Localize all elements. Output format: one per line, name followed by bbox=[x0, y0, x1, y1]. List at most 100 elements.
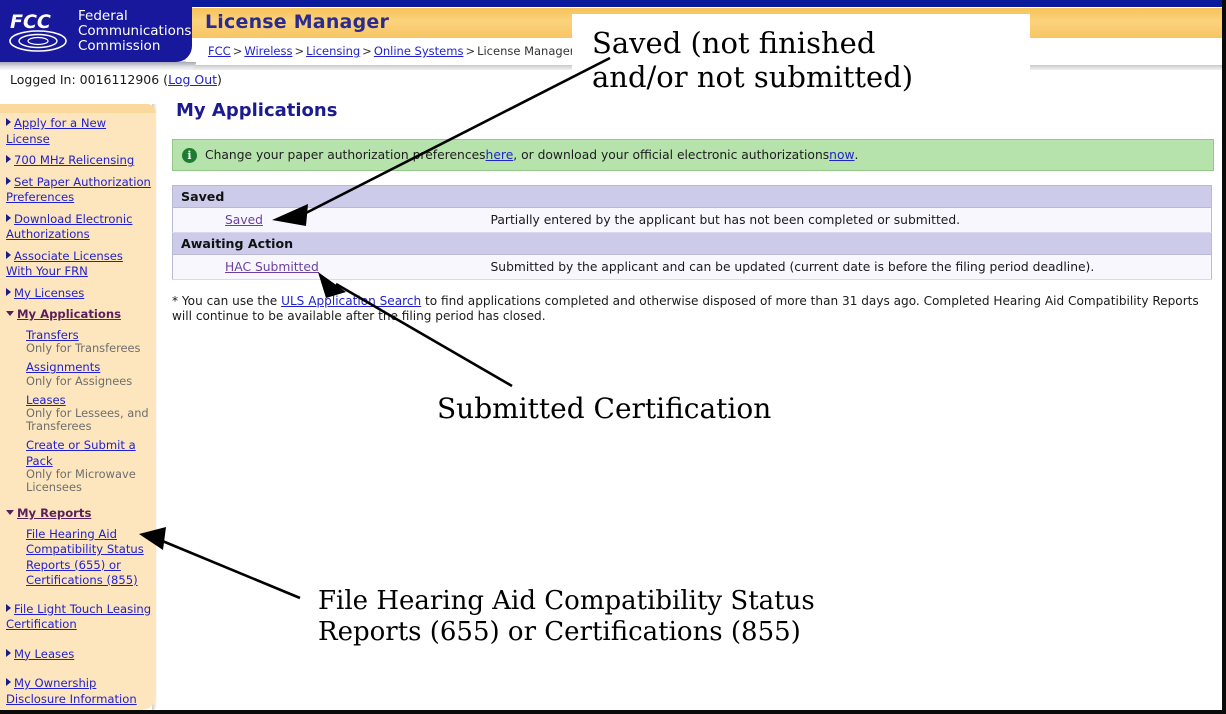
sidebar-link-my-ownership-disclosure[interactable]: My Ownership Disclosure Information bbox=[6, 676, 137, 706]
sidebar-link-associate-licenses-frn[interactable]: Associate Licenses With Your FRN bbox=[6, 248, 123, 278]
logged-in-frn: 0016112906 bbox=[79, 72, 160, 87]
sidebar-link-file-hac-reports[interactable]: File Hearing Aid Compatibility Status Re… bbox=[26, 526, 144, 587]
page-title: License Manager bbox=[205, 11, 390, 33]
fcc-agency-line-2: Communications bbox=[78, 23, 192, 39]
sidebar-item-my-ownership-disclosure[interactable]: My Ownership Disclosure Information bbox=[0, 672, 156, 709]
sidebar-item-my-leases[interactable]: My Leases bbox=[0, 643, 156, 665]
main-page-heading: My Applications bbox=[176, 100, 338, 121]
annotation-submitted-certification: Submitted Certification bbox=[437, 392, 772, 425]
sidebar-link-my-reports[interactable]: My Reports bbox=[17, 506, 92, 520]
table-group-header-saved: Saved bbox=[172, 185, 1212, 208]
status-link-hac-submitted[interactable]: HAC Submitted bbox=[225, 260, 319, 274]
sidebar-desc-leases: Only for Lessees, and Transferees bbox=[26, 406, 149, 433]
table-cell-status-link[interactable]: Saved bbox=[172, 207, 483, 233]
sidebar-link-assignments[interactable]: Assignments bbox=[26, 360, 101, 374]
table-cell-description: Partially entered by the applicant but h… bbox=[482, 207, 1212, 233]
sidebar-item-download-electronic-auth[interactable]: Download Electronic Authorizations bbox=[0, 208, 156, 245]
breadcrumb-sep-3: > bbox=[362, 44, 372, 58]
fcc-agency-line-1: Federal bbox=[78, 8, 128, 24]
log-out-link[interactable]: Log Out bbox=[168, 72, 218, 87]
logout-paren-close: ) bbox=[217, 72, 222, 87]
header-top-blue-bar bbox=[0, 0, 1222, 7]
footnote-text-before: * You can use the bbox=[172, 294, 282, 308]
sidebar-link-set-paper-auth-prefs[interactable]: Set Paper Authorization Preferences bbox=[6, 174, 151, 204]
chevron-down-icon bbox=[6, 311, 14, 316]
bullet-triangle-icon bbox=[6, 118, 11, 126]
table-cell-status-link[interactable]: HAC Submitted bbox=[172, 254, 483, 280]
sidebar-item-apply-new-license[interactable]: Apply for a New License bbox=[0, 112, 156, 149]
group-header-label-saved: Saved bbox=[172, 185, 1212, 208]
breadcrumb-sep-2: > bbox=[294, 44, 305, 58]
bullet-triangle-icon bbox=[6, 250, 11, 259]
fcc-logo[interactable]: FCC Federal Communications Commission bbox=[0, 0, 192, 62]
bullet-triangle-icon bbox=[6, 603, 11, 612]
sidebar-link-700mhz-relicensing[interactable]: 700 MHz Relicensing bbox=[14, 153, 135, 167]
breadcrumb-item-licensing[interactable]: Licensing bbox=[306, 44, 361, 58]
breadcrumb-sep-4: > bbox=[465, 44, 476, 58]
table-row[interactable]: HAC Submitted Submitted by the applicant… bbox=[172, 254, 1212, 280]
sidebar-link-transfers[interactable]: Transfers bbox=[26, 327, 79, 342]
logged-in-status: Logged In: 0016112906 (Log Out) bbox=[10, 72, 222, 87]
bullet-triangle-icon bbox=[6, 287, 11, 296]
status-link-saved[interactable]: Saved bbox=[225, 213, 263, 227]
annotation-saved: Saved (not finished and/or not submitted… bbox=[592, 26, 914, 95]
info-banner-now-link[interactable]: now bbox=[829, 148, 855, 162]
sidebar-link-download-electronic-auth[interactable]: Download Electronic Authorizations bbox=[6, 211, 133, 241]
sidebar-desc-assignments: Only for Assignees bbox=[26, 373, 133, 388]
breadcrumb-item-online-systems[interactable]: Online Systems bbox=[373, 44, 464, 58]
fcc-logo-shadow bbox=[0, 62, 196, 70]
breadcrumb-item-fcc[interactable]: FCC bbox=[208, 44, 231, 58]
info-banner-text-after: . bbox=[854, 148, 859, 162]
sidebar-link-leases[interactable]: Leases bbox=[26, 392, 66, 407]
main-content: My Applications i Change your paper auth… bbox=[172, 100, 1214, 324]
sidebar-link-apply-new-license[interactable]: Apply for a New License bbox=[6, 116, 107, 146]
bullet-triangle-icon bbox=[6, 176, 11, 185]
sidebar-item-associate-licenses-frn[interactable]: Associate Licenses With Your FRN bbox=[0, 245, 156, 282]
group-header-label-awaiting-action: Awaiting Action bbox=[172, 232, 1212, 255]
sidebar-item-set-paper-auth-prefs[interactable]: Set Paper Authorization Preferences bbox=[0, 171, 156, 208]
breadcrumb-item-license-manager: License Manager bbox=[477, 44, 575, 58]
sidebar-item-my-reports[interactable]: My Reports bbox=[0, 502, 156, 524]
sidebar-desc-create-submit-pack: Only for Microwave Licensees bbox=[26, 467, 136, 494]
sidebar-link-file-light-touch-leasing[interactable]: File Light Touch Leasing Certification bbox=[6, 601, 152, 631]
bullet-triangle-icon bbox=[6, 648, 11, 657]
info-banner: i Change your paper authorization prefer… bbox=[172, 139, 1214, 171]
bullet-triangle-icon bbox=[6, 213, 11, 222]
breadcrumb: FCC>Wireless>Licensing>Online Systems>Li… bbox=[208, 44, 575, 58]
info-icon: i bbox=[182, 147, 197, 163]
sidebar-item-700mhz-relicensing[interactable]: 700 MHz Relicensing bbox=[0, 149, 156, 171]
sidebar-link-my-licenses[interactable]: My Licenses bbox=[14, 285, 85, 300]
fcc-seal-icon: FCC bbox=[9, 11, 67, 52]
sidebar-top-accent bbox=[0, 104, 156, 113]
fcc-agency-line-3: Commission bbox=[78, 38, 161, 54]
bullet-triangle-icon bbox=[6, 678, 11, 686]
breadcrumb-sep-1: > bbox=[232, 44, 243, 58]
sidebar-item-my-applications[interactable]: My Applications bbox=[0, 303, 156, 325]
logged-in-prefix: Logged In: bbox=[10, 72, 80, 87]
sidebar-link-my-leases[interactable]: My Leases bbox=[14, 646, 75, 661]
sidebar-link-my-applications[interactable]: My Applications bbox=[17, 307, 121, 321]
annotation-backdrop-saved bbox=[572, 14, 1030, 106]
fcc-agency-name: Federal Communications Commission bbox=[78, 9, 191, 54]
logout-paren-open: ( bbox=[163, 72, 169, 87]
sidebar-item-file-light-touch-leasing[interactable]: File Light Touch Leasing Certification bbox=[0, 598, 156, 635]
info-banner-text-middle: , or download your official electronic a… bbox=[513, 148, 830, 162]
footnote: * You can use the ULS Application Search… bbox=[172, 294, 1207, 324]
info-banner-text-before: Change your paper authorization preferen… bbox=[205, 148, 486, 162]
table-cell-description: Submitted by the applicant and can be up… bbox=[482, 254, 1212, 280]
uls-application-search-link[interactable]: ULS Application Search bbox=[281, 294, 422, 308]
breadcrumb-item-wireless[interactable]: Wireless bbox=[244, 44, 293, 58]
sidebar-subitem-file-hac-reports[interactable]: File Hearing Aid Compatibility Status Re… bbox=[0, 524, 156, 590]
chevron-down-icon bbox=[6, 510, 14, 515]
sidebar-item-my-licenses[interactable]: My Licenses bbox=[0, 282, 156, 304]
table-group-header-awaiting-action: Awaiting Action bbox=[172, 232, 1212, 255]
applications-table: Saved Saved Partially entered by the app… bbox=[172, 185, 1212, 280]
sidebar-link-create-submit-pack[interactable]: Create or Submit a Pack bbox=[26, 438, 136, 468]
table-row[interactable]: Saved Partially entered by the applicant… bbox=[172, 207, 1212, 233]
info-banner-here-link[interactable]: here bbox=[485, 148, 514, 162]
